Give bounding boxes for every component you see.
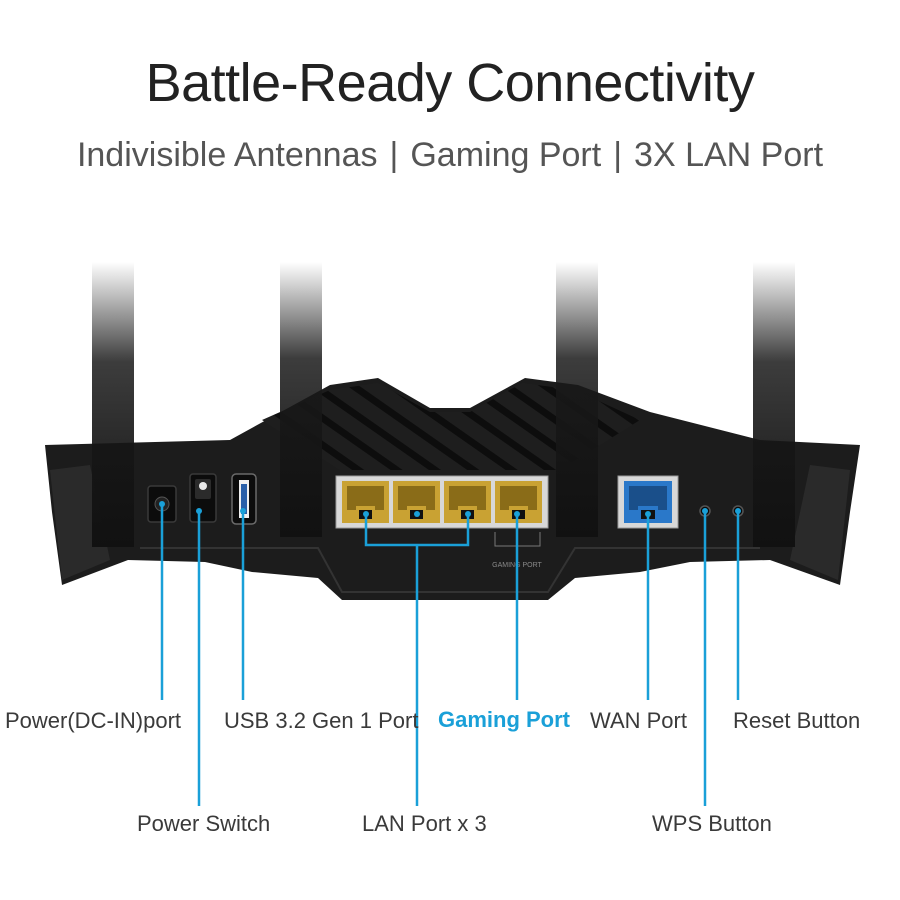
label-lan-ports: LAN Port x 3 (362, 811, 487, 836)
callout-dot-lan-2 (414, 511, 420, 517)
label-wan-port: WAN Port (590, 708, 687, 733)
antenna-3 (556, 262, 598, 537)
subtitle-separator: | (389, 136, 399, 174)
label-usb-port: USB 3.2 Gen 1 Port (224, 708, 419, 733)
label-power-switch: Power Switch (137, 811, 271, 836)
antenna-1 (92, 262, 134, 547)
lan-port-2 (393, 481, 440, 523)
gaming-port (495, 481, 542, 523)
antennas (92, 262, 795, 547)
label-wps-button: WPS Button (652, 811, 772, 836)
subtitle-gaming-port: Gaming Port (410, 136, 602, 174)
lan-port-3 (444, 481, 491, 523)
page-title: Battle-Ready Connectivity (145, 53, 755, 113)
callout-lines (159, 501, 741, 806)
power-switch (189, 473, 217, 523)
subtitle-lan-port: 3X LAN Port (634, 136, 824, 174)
label-power-dc-in: Power(DC-IN)port (5, 708, 182, 733)
antenna-2 (280, 262, 322, 537)
ethernet-ports-panel (335, 475, 549, 547)
subtitle-antennas: Indivisible Antennas (76, 136, 378, 174)
label-gaming-port: Gaming Port (438, 707, 571, 732)
page-subtitle: Indivisible Antennas | Gaming Port | 3X LAN … (0, 136, 900, 175)
label-reset-button: Reset Button (733, 708, 861, 733)
subtitle-separator: | (613, 136, 623, 174)
antenna-4 (753, 262, 795, 547)
